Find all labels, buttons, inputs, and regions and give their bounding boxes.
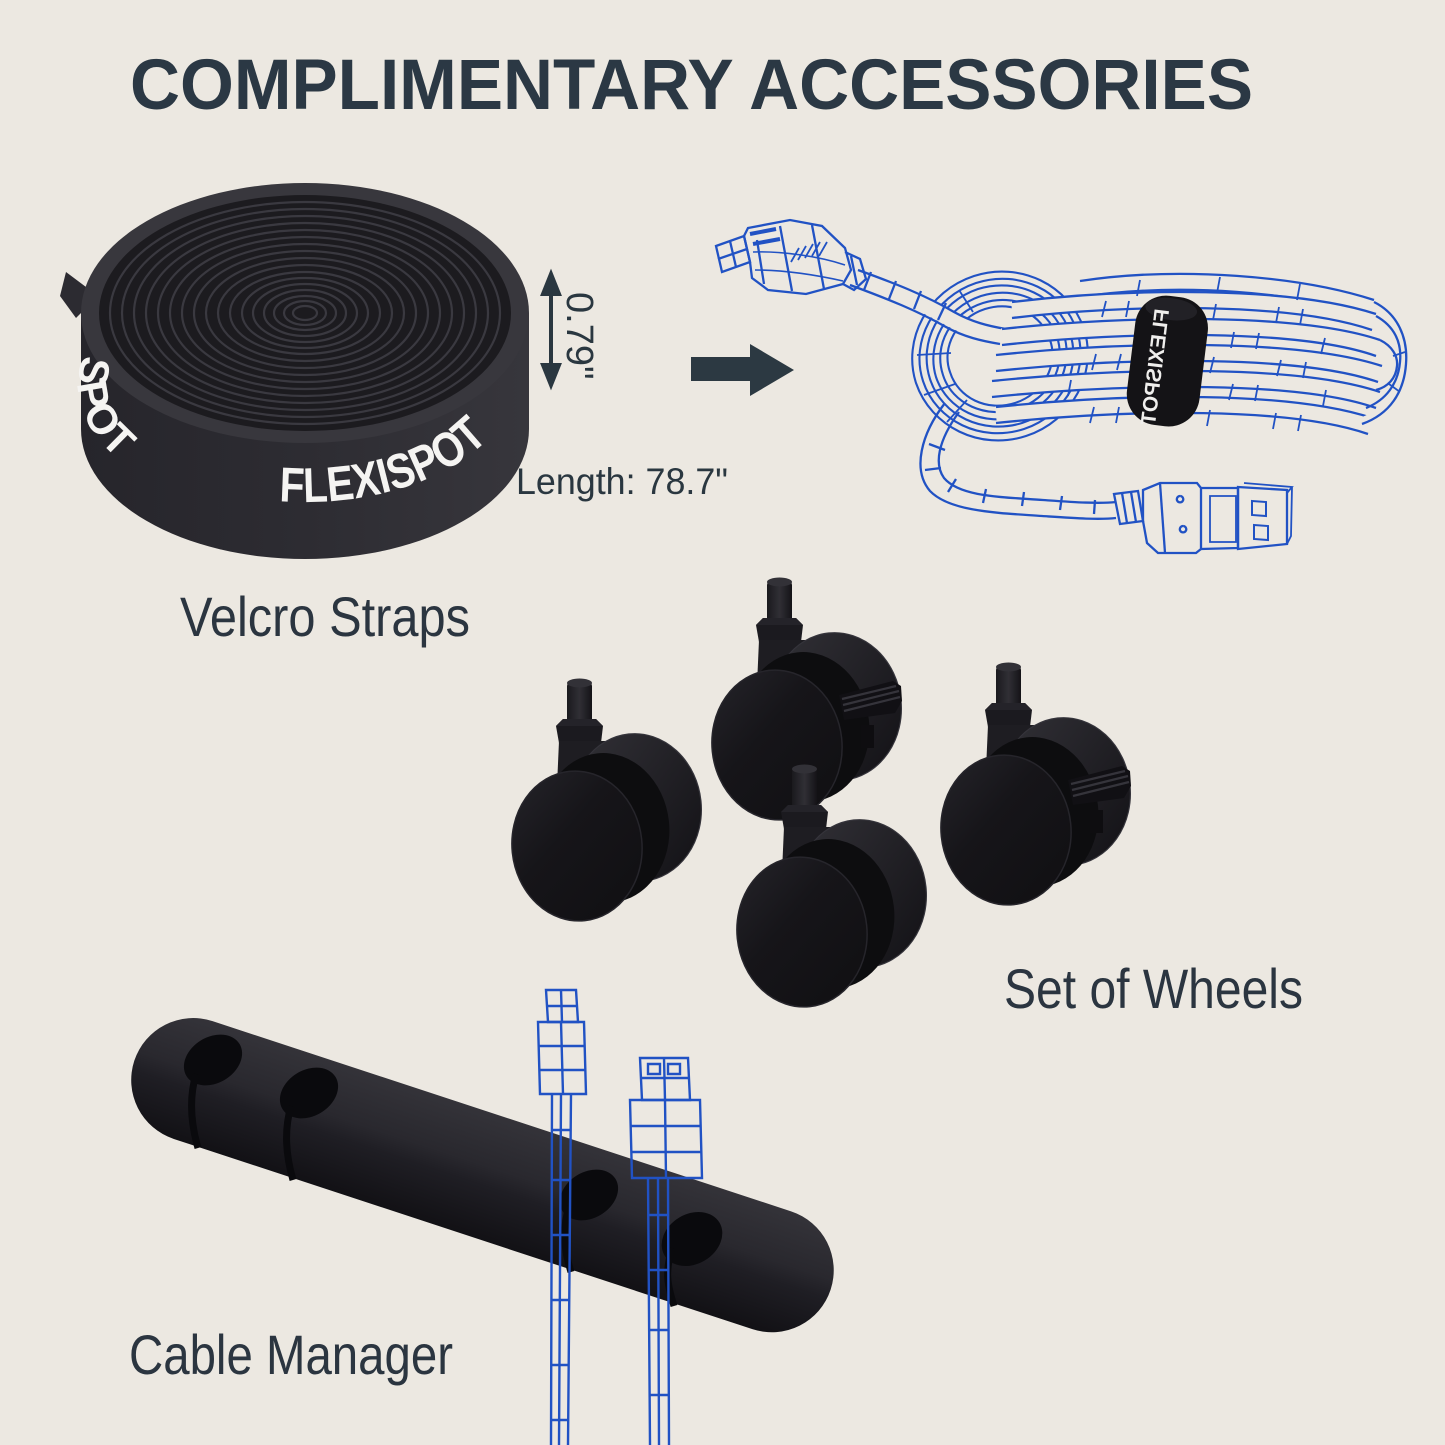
svg-text:Velcro Straps: Velcro Straps: [180, 585, 470, 648]
svg-text:COMPLIMENTARY ACCESSORIES: COMPLIMENTARY ACCESSORIES: [130, 46, 1253, 125]
svg-text:Cable Manager: Cable Manager: [129, 1323, 453, 1386]
svg-text:0.79": 0.79": [558, 292, 600, 379]
svg-text:Set of Wheels: Set of Wheels: [1004, 957, 1303, 1020]
svg-text:Length: 78.7": Length: 78.7": [516, 461, 728, 502]
